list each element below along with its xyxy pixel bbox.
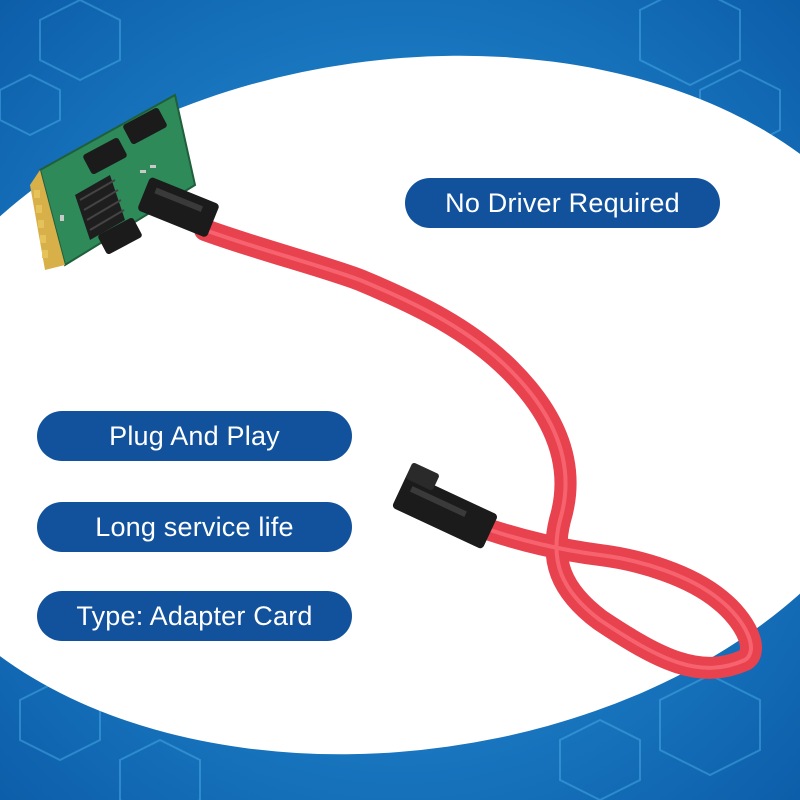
sata-adapter-card-icon: [30, 93, 219, 270]
feature-label-plug-and-play: Plug And Play: [109, 420, 280, 451]
feature-badge-plug-and-play: Plug And Play: [37, 411, 352, 461]
feature-label-service-life: Long service life: [95, 511, 294, 542]
feature-badge-type: Type: Adapter Card: [37, 591, 352, 641]
feature-label-no-driver: No Driver Required: [445, 187, 680, 218]
feature-label-type: Type: Adapter Card: [76, 600, 313, 631]
sata-cable-icon: [194, 219, 762, 679]
feature-badge-no-driver: No Driver Required: [405, 178, 720, 228]
feature-badge-service-life: Long service life: [37, 502, 352, 552]
